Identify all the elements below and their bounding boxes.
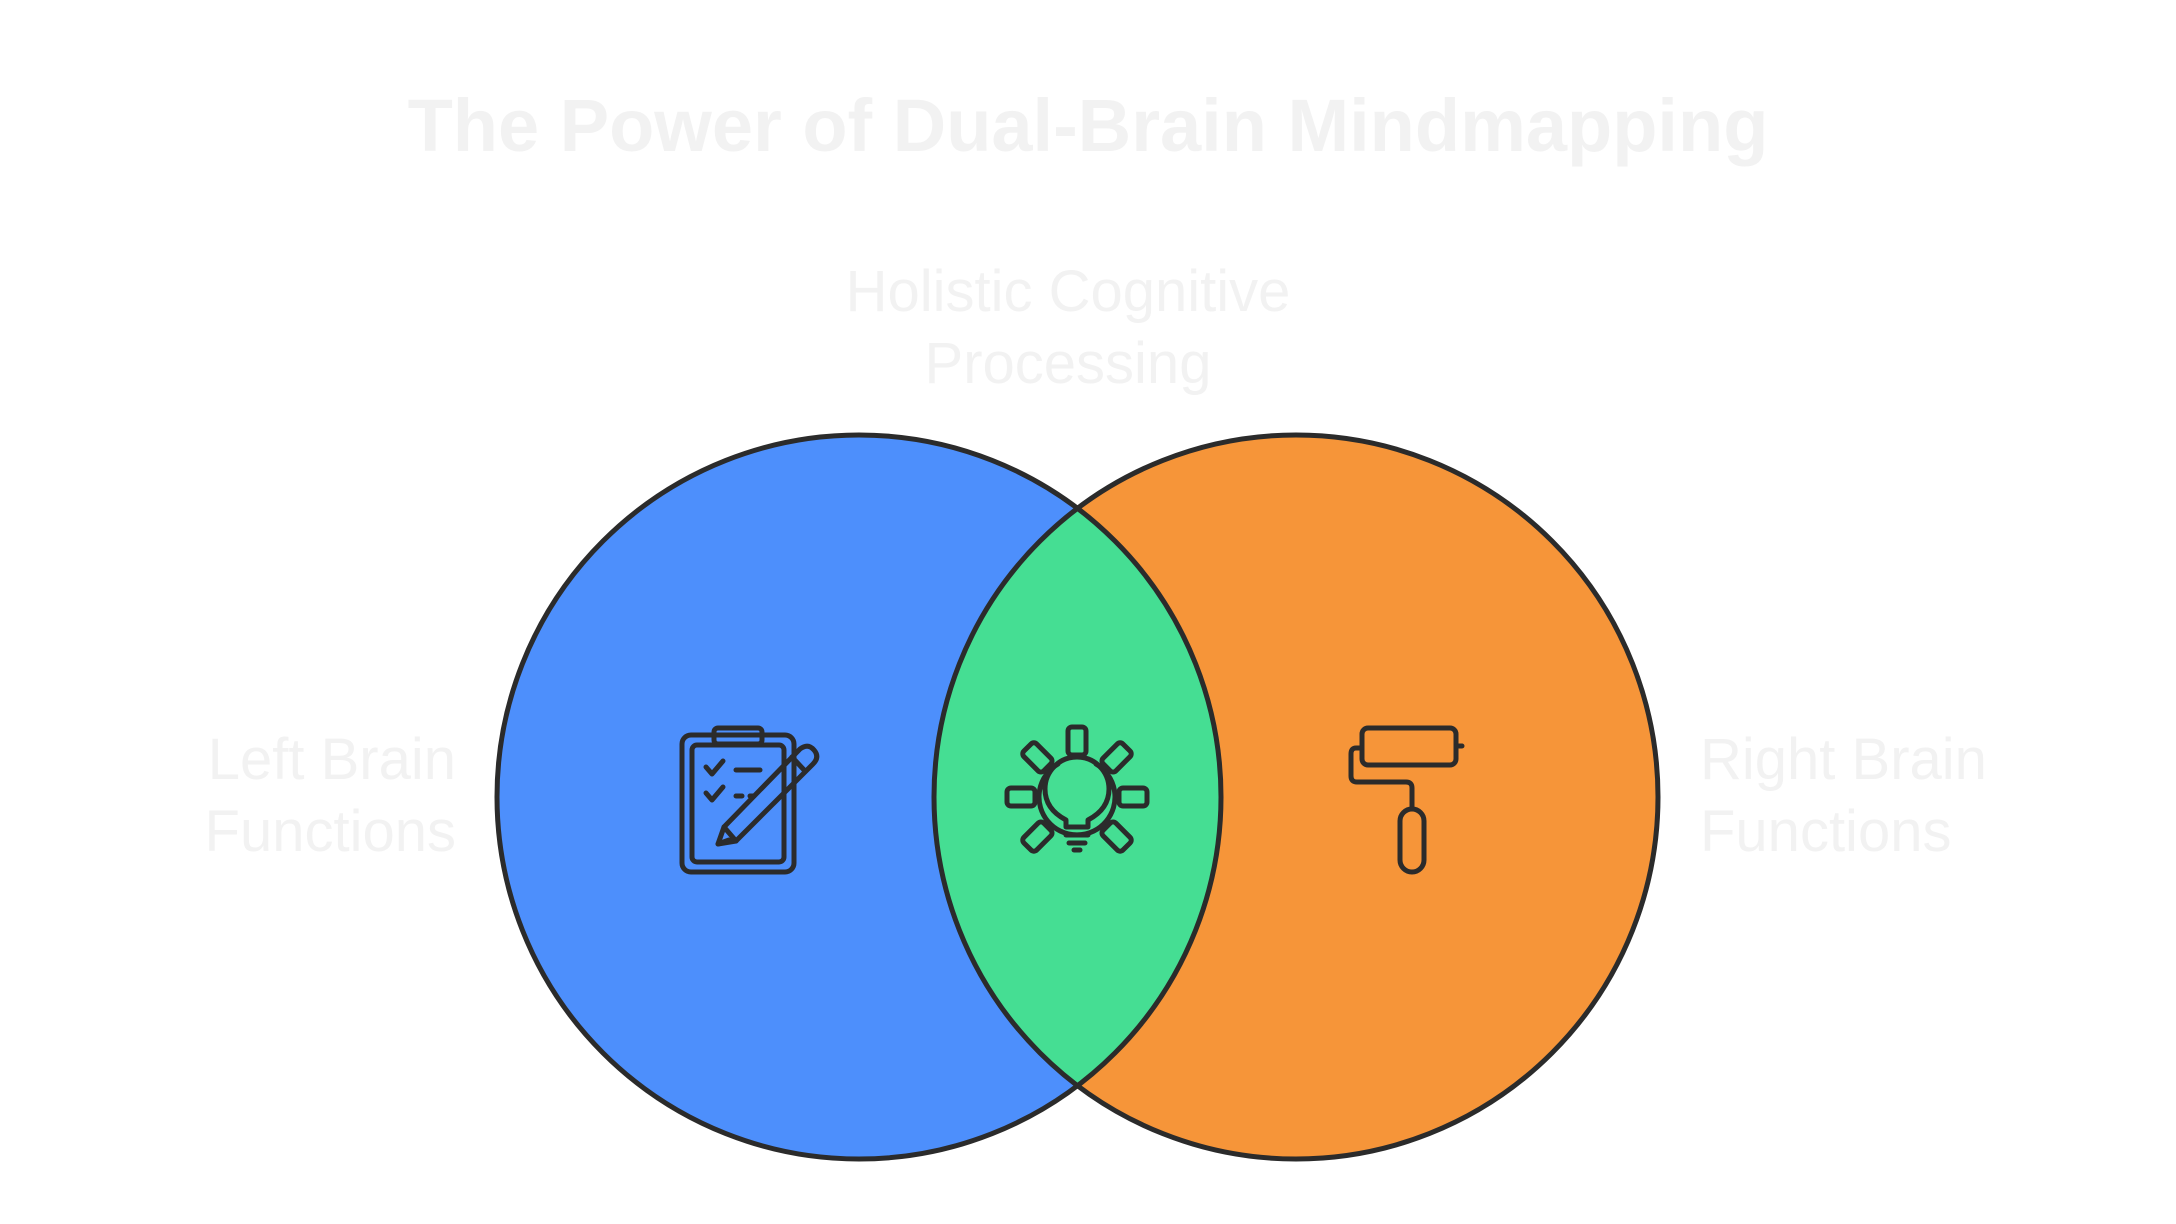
intersection-label-line1: Holistic Cognitive [845, 259, 1291, 324]
left-circle-outline [494, 432, 1224, 1162]
left-set-label-line2: Functions [204, 799, 456, 864]
left-set-label: Left Brain Functions [100, 724, 456, 868]
paint-roller-icon [1348, 725, 1465, 875]
clipboard-checklist-pencil-icon [679, 725, 820, 875]
intersection-label-line2: Processing [924, 331, 1212, 396]
diagram-title: The Power of Dual-Brain Mindmapping [407, 84, 1769, 167]
right-set-label-line1: Right Brain [1700, 727, 1987, 792]
intersection-label: Holistic Cognitive Processing [788, 256, 1348, 400]
intersection-region [934, 435, 1221, 1159]
right-set-label-line2: Functions [1700, 799, 1952, 864]
left-set-label-line1: Left Brain [207, 727, 456, 792]
right-circle-outline [931, 432, 1661, 1162]
right-set-label: Right Brain Functions [1700, 724, 2120, 868]
lightbulb-gear-icon [1004, 724, 1150, 854]
